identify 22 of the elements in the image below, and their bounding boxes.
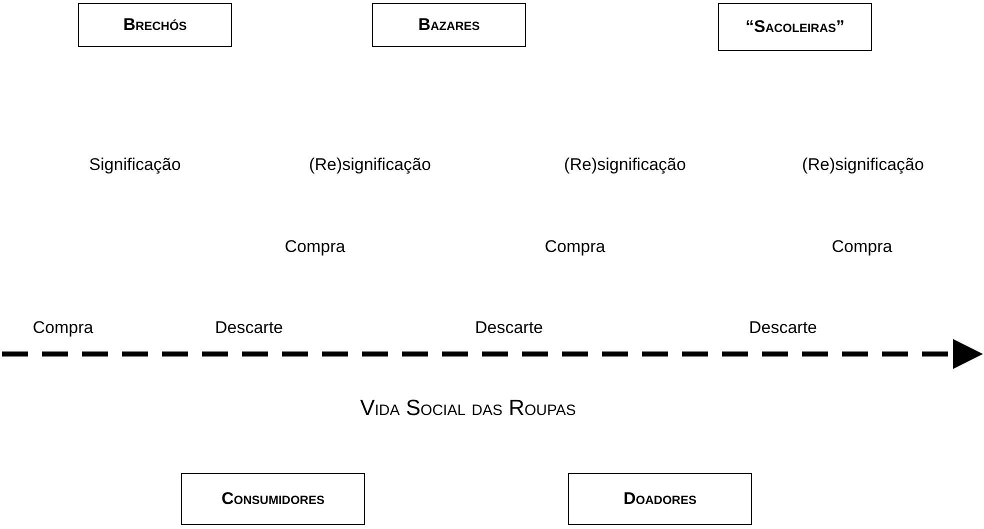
category-box bbox=[78, 3, 232, 47]
box-title: Bazares bbox=[418, 15, 480, 35]
stage-label: Significação bbox=[89, 155, 181, 175]
stage-label: Compra bbox=[32, 318, 94, 338]
stage-label: (Re)significação bbox=[564, 155, 686, 175]
stage-label: (Re)significação bbox=[309, 155, 431, 175]
axis-title: Vida Social das Roupas bbox=[360, 395, 576, 421]
box-title: Doadores bbox=[624, 489, 696, 509]
stage-label: Compra bbox=[284, 237, 346, 257]
category-box bbox=[568, 473, 752, 525]
category-box bbox=[372, 3, 526, 47]
box-title: Brechós bbox=[123, 15, 187, 35]
category-box bbox=[718, 3, 872, 51]
stage-label: Descarte bbox=[474, 318, 544, 338]
stage-label: Compra bbox=[832, 237, 892, 257]
category-box bbox=[181, 473, 365, 525]
stage-label: Descarte bbox=[748, 318, 818, 338]
stage-label: Compra bbox=[544, 237, 606, 257]
stage-label: Descarte bbox=[214, 318, 284, 338]
box-title: Consumidores bbox=[222, 489, 324, 509]
box-title: “Sacoleiras” bbox=[745, 17, 844, 37]
stage-label: (Re)significação bbox=[802, 155, 924, 175]
